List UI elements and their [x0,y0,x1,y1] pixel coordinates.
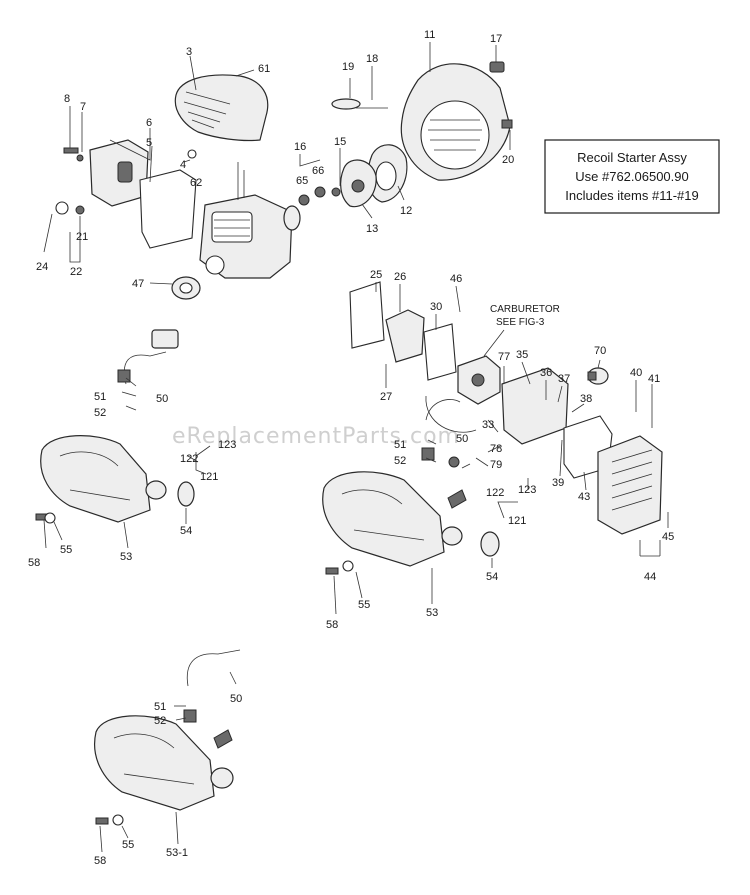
part-label: 19 [342,61,354,73]
part-label: 16 [294,141,306,153]
tank-a-body [40,435,151,523]
part-label: 54 [180,525,192,537]
recoil-starter-note: Recoil Starter Assy Use #762.06500.90 In… [544,139,720,214]
carburetor-callout-line2: SEE FIG-3 [496,317,545,328]
part-label: 53-1 [166,847,188,859]
part-label: 122 [180,453,198,465]
part-label: 122 [486,487,504,499]
part-label: 26 [394,271,406,283]
part-label: 121 [200,471,218,483]
part-label: 6 [146,117,152,129]
insulator [385,309,425,363]
part-label: 30 [430,301,442,313]
part-label: 24 [36,261,48,273]
part-label: 37 [558,373,570,385]
part-label: 55 [122,839,134,851]
part-label: 20 [502,154,514,166]
carburetor-callout-line1: CARBURETOR [490,304,560,315]
part-label: 52 [154,715,166,727]
leader-lines [43,42,669,853]
part-label: 61 [258,63,270,75]
insulator-gasket [349,281,385,349]
part-label: 12 [400,205,412,217]
part-label: 13 [366,223,378,235]
recoil-starter-group [331,61,513,208]
part-label: 8 [64,93,70,105]
part-label: 7 [80,101,86,113]
carb-gasket [423,323,457,381]
part-label: 21 [76,231,88,243]
note-line-2: Use #762.06500.90 [575,169,688,184]
part-label: 58 [326,619,338,631]
note-line-3: Includes items #11-#19 [565,188,698,203]
part-label: 52 [394,455,406,467]
part-label: 39 [552,477,564,489]
gasket [139,169,197,249]
part-numbers: 3 61 8 7 6 5 4 62 21 22 24 47 11 17 19 1… [28,29,674,867]
part-label: 70 [594,345,606,357]
part-label: 58 [94,855,106,867]
part-label: 40 [630,367,642,379]
carburetor-group [349,281,663,535]
part-label: 22 [70,266,82,278]
part-label: 123 [518,484,536,496]
part-label: 36 [540,367,552,379]
part-label: 43 [578,491,590,503]
part-label: 3 [186,46,192,58]
part-label: 17 [490,33,502,45]
note-line-1: Recoil Starter Assy [577,150,687,165]
watermark: eReplacementParts.com [172,424,460,449]
part-label: 53 [426,607,438,619]
engine-group [55,74,341,300]
part-label: 4 [180,159,186,171]
part-label: 44 [644,571,656,583]
part-label: 46 [450,273,462,285]
part-label: 15 [334,136,346,148]
fuel-tank-a [35,329,195,524]
part-label: 123 [218,439,236,451]
part-label: 66 [312,165,324,177]
part-label: 65 [296,175,308,187]
part-label: 121 [508,515,526,527]
fuel-tank-c [94,649,241,826]
part-label: 38 [580,393,592,405]
part-label: 33 [482,419,494,431]
part-label: 58 [28,557,40,569]
tank-c-body [94,715,215,811]
part-label: 79 [490,459,502,471]
part-label: 50 [230,693,242,705]
part-label: 78 [490,443,502,455]
tank-b-body [322,471,445,567]
part-label: 50 [456,433,468,445]
part-label: 11 [424,29,435,41]
part-label: 25 [370,269,382,281]
part-label: 62 [190,177,202,189]
engine-cover [174,74,269,142]
part-label: 52 [94,407,106,419]
part-label: 51 [154,701,166,713]
part-label: 55 [358,599,370,611]
part-label: 45 [662,531,674,543]
part-label: 35 [516,349,528,361]
part-label: 27 [380,391,392,403]
part-label: 53 [120,551,132,563]
part-label: 77 [498,351,510,363]
fuel-tank-b [322,399,500,575]
part-label: 47 [132,278,144,290]
part-label: 50 [156,393,168,405]
part-label: 41 [648,373,660,385]
air-cleaner-cover [597,435,663,535]
part-label: 55 [60,544,72,556]
part-label: 51 [94,391,106,403]
part-label: 5 [146,137,152,149]
part-label: 54 [486,571,498,583]
part-label: 18 [366,53,378,65]
part-label: 51 [394,439,406,451]
